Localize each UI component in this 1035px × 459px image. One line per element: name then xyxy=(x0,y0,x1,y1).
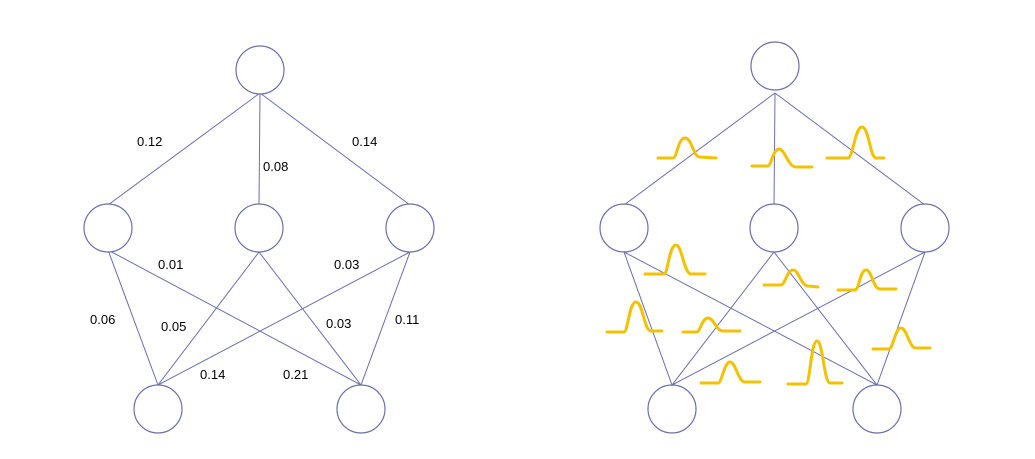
node-bottom-left xyxy=(647,384,697,434)
bell-curve-icon xyxy=(836,268,898,292)
weight-label: 0.05 xyxy=(161,319,186,334)
bell-curve-icon xyxy=(750,147,814,169)
edge-top-left xyxy=(107,92,261,206)
bell-curve-icon xyxy=(871,326,932,351)
edge-right-bottomleft xyxy=(671,251,926,386)
left-network: 0.12 0.08 0.14 0.01 0.03 0.06 0.05 0.03 … xyxy=(83,45,435,434)
edge-top-right xyxy=(774,92,926,206)
node-top xyxy=(235,45,285,95)
bell-curve-icon xyxy=(786,339,844,386)
weight-label: 0.03 xyxy=(334,257,359,272)
node-hidden-right xyxy=(900,203,950,253)
edge-center-bottomright xyxy=(773,251,878,386)
weight-label: 0.01 xyxy=(158,257,183,272)
edge-top-right xyxy=(259,92,411,206)
node-hidden-center xyxy=(234,203,284,253)
edge-center-bottomleft xyxy=(157,251,260,386)
edge-center-bottomleft xyxy=(671,251,775,386)
node-hidden-center xyxy=(749,203,799,253)
edge-top-left xyxy=(623,92,776,206)
edge-right-bottomleft xyxy=(157,251,411,386)
node-hidden-right xyxy=(385,203,435,253)
edge-top-center xyxy=(773,92,776,206)
weight-label: 0.14 xyxy=(200,367,225,382)
node-hidden-left xyxy=(599,203,649,253)
edge-top-center xyxy=(258,92,261,206)
node-bottom-right xyxy=(336,384,386,434)
bell-curve-icon xyxy=(762,268,820,289)
bell-curve-icon xyxy=(605,300,664,334)
weight-label: 0.11 xyxy=(395,312,419,327)
edge-left-bottomright xyxy=(623,251,878,386)
bell-curve-icon xyxy=(656,136,718,160)
edge-left-bottomleft xyxy=(107,249,159,386)
weight-label: 0.14 xyxy=(352,134,377,149)
weight-label: 0.21 xyxy=(283,367,308,382)
bell-curve-icon xyxy=(681,316,742,334)
edge-right-bottomright xyxy=(876,251,926,386)
node-bottom-right xyxy=(852,384,902,434)
weight-label: 0.06 xyxy=(90,312,115,327)
edge-right-bottomright xyxy=(360,251,411,386)
right-network xyxy=(599,41,950,434)
node-hidden-left xyxy=(83,203,133,253)
bell-curve-icon xyxy=(825,125,886,160)
node-top xyxy=(750,41,800,91)
node-bottom-left xyxy=(133,384,183,434)
weight-label: 0.03 xyxy=(326,316,351,331)
bell-curve-icon xyxy=(699,360,762,385)
weight-label: 0.08 xyxy=(263,159,288,174)
bell-curve-icon xyxy=(643,243,707,276)
edge-left-bottomright xyxy=(107,249,362,386)
weight-label: 0.12 xyxy=(137,134,162,149)
edge-left-bottomleft xyxy=(623,251,673,386)
edge-center-bottomright xyxy=(258,251,362,386)
